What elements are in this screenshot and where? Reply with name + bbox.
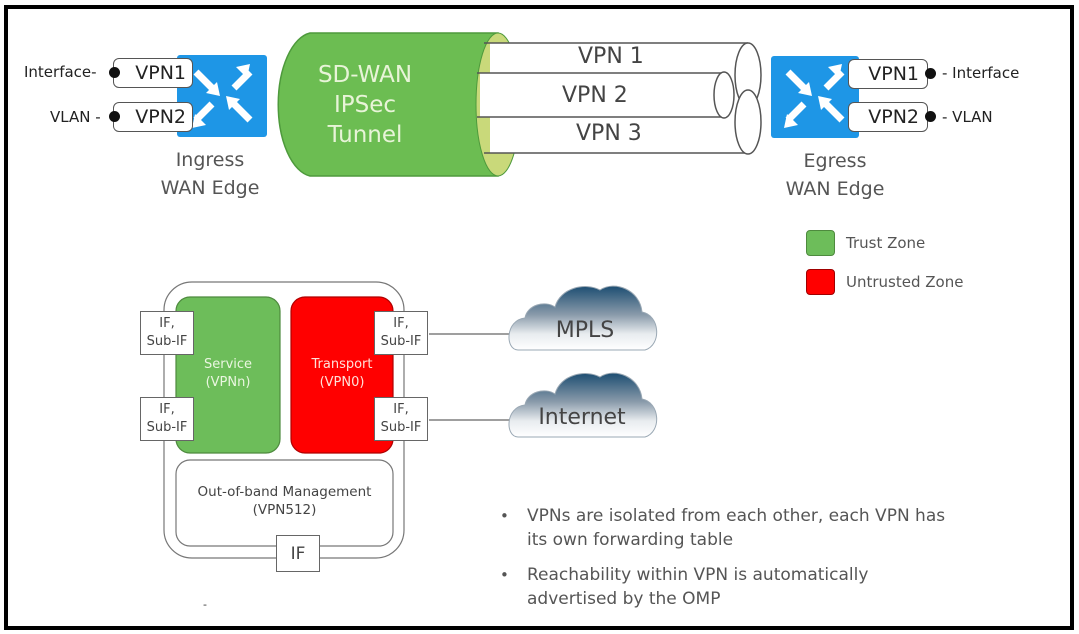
- pipe-vpn1-label: VPN 1: [578, 44, 644, 69]
- ingress-caption-line1: Ingress: [175, 149, 245, 171]
- untrusted-zone-swatch: [806, 269, 835, 295]
- ingress-caption-line2: WAN Edge: [160, 177, 260, 199]
- transport-line2: (VPN0): [319, 375, 365, 390]
- if-label-line2: Sub-IF: [146, 334, 188, 349]
- mgmt-vpn-label: Out-of-band Management (VPN512): [176, 483, 393, 519]
- egress-caption-line2: WAN Edge: [785, 178, 885, 200]
- mgmt-line2: (VPN512): [252, 502, 317, 518]
- egress-router-icon: [771, 56, 859, 138]
- sdwan-tunnel-label: SD-WAN IPSec Tunnel: [300, 60, 430, 150]
- internet-cloud-icon: [508, 372, 658, 438]
- egress-vpn2-connector-dot: [925, 111, 936, 122]
- ingress-vlan-label: VLAN -: [50, 108, 101, 126]
- bullet-symbol: •: [500, 507, 509, 525]
- egress-vlan-label: - VLAN: [942, 108, 993, 126]
- trust-zone-swatch: [806, 230, 835, 256]
- transport-if-box-bottom: IF, Sub-IF: [374, 397, 428, 441]
- stray-mark: -: [203, 598, 207, 611]
- if-label-line2: Sub-IF: [146, 420, 188, 435]
- service-if-box-bottom: IF, Sub-IF: [140, 397, 194, 441]
- device-outline: [163, 281, 512, 559]
- ingress-vpn1-connector-dot: [109, 67, 120, 78]
- mpls-cloud-label: MPLS: [555, 318, 615, 343]
- egress-caption: Egress WAN Edge: [770, 147, 900, 203]
- ingress-vpn1-box: VPN1: [113, 58, 193, 88]
- bullet-symbol: •: [500, 566, 509, 584]
- transport-line1: Transport: [311, 357, 373, 372]
- service-line2: (VPNn): [205, 375, 251, 390]
- transport-vpn-label: Transport (VPN0): [291, 356, 393, 392]
- if-label-line2: Sub-IF: [380, 334, 422, 349]
- sdwan-line3: Tunnel: [327, 122, 403, 148]
- if-label-line2: Sub-IF: [380, 420, 422, 435]
- transport-if-box-top: IF, Sub-IF: [374, 311, 428, 355]
- bullet-text: VPNs are isolated from each other, each …: [527, 506, 946, 550]
- mgmt-line1: Out-of-band Management: [197, 484, 372, 500]
- egress-vpn2-box: VPN2: [848, 102, 928, 132]
- untrusted-zone-label: Untrusted Zone: [846, 273, 964, 291]
- trust-zone-label: Trust Zone: [846, 234, 926, 252]
- sdwan-line2: IPSec: [333, 92, 397, 118]
- internet-cloud-label: Internet: [538, 405, 626, 430]
- bullet-text: Reachability within VPN is automatically…: [527, 565, 869, 609]
- pipe-vpn3-label: VPN 3: [576, 121, 642, 146]
- mgmt-if-box: IF: [276, 535, 320, 572]
- service-vpn-label: Service (VPNn): [176, 356, 280, 392]
- sdwan-line1: SD-WAN: [317, 62, 413, 88]
- ingress-router-icon: [177, 55, 267, 137]
- egress-vpn1-box: VPN1: [848, 59, 928, 89]
- egress-interface-label: - Interface: [942, 64, 1020, 82]
- ingress-caption: Ingress WAN Edge: [150, 146, 270, 202]
- vpn-pipes: [477, 42, 762, 155]
- ingress-vpn2-connector-dot: [109, 111, 120, 122]
- if-label-line1: IF,: [393, 402, 409, 417]
- if-label-line1: IF,: [159, 402, 175, 417]
- egress-vpn1-connector-dot: [925, 68, 936, 79]
- ingress-interface-label: Interface-: [24, 63, 97, 81]
- if-label-line1: IF,: [393, 316, 409, 331]
- if-label-line1: IF,: [159, 316, 175, 331]
- mpls-cloud-icon: [508, 285, 658, 351]
- pipe-vpn2-label: VPN 2: [562, 83, 628, 108]
- ingress-vpn2-box: VPN2: [113, 102, 193, 132]
- service-if-box-top: IF, Sub-IF: [140, 311, 194, 355]
- service-line1: Service: [203, 357, 253, 372]
- egress-caption-line1: Egress: [803, 150, 867, 172]
